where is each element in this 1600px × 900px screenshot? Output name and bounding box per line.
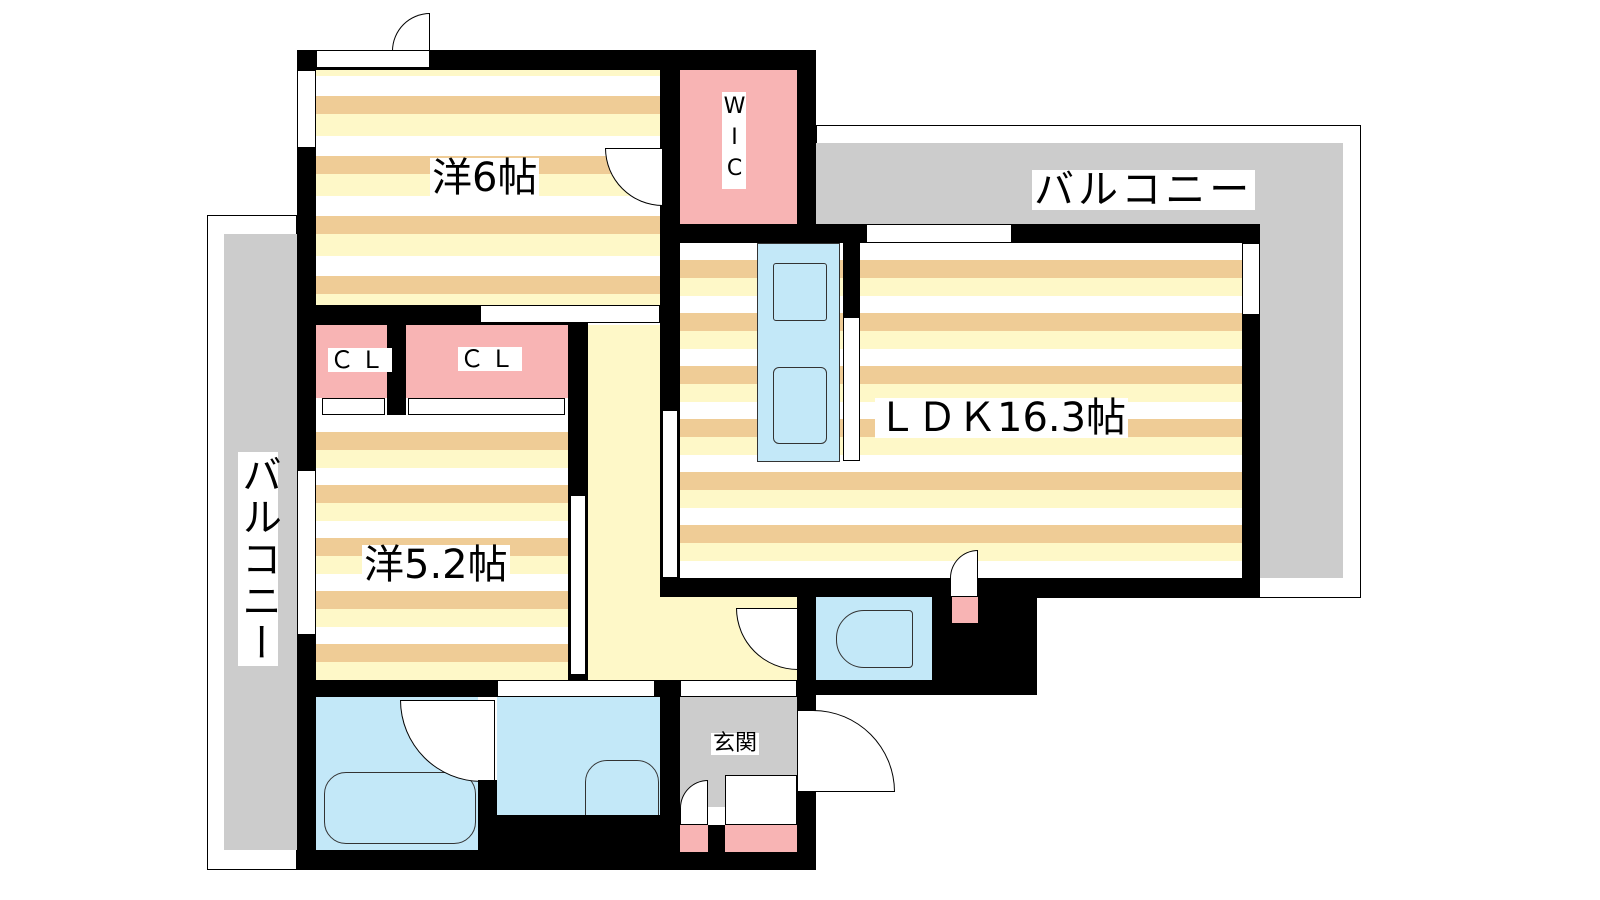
stove-icon	[773, 263, 827, 321]
balcony-label-left: バルコニー	[235, 452, 281, 666]
entrance-step	[680, 680, 797, 697]
washbasin-icon	[585, 760, 659, 817]
shoe-cabinet	[680, 825, 708, 852]
sliding-door-wash[interactable]	[497, 680, 655, 697]
balcony-label-top: バルコニー	[1032, 167, 1256, 213]
room-label-ldk: ＬＤＫ16.3帖	[875, 395, 1129, 441]
wall	[497, 815, 680, 850]
room-label-western-6: 洋6帖	[430, 155, 540, 201]
wall	[797, 50, 816, 243]
wall	[478, 780, 497, 850]
sink-icon	[773, 367, 827, 444]
entrance-label: 玄関	[711, 731, 760, 756]
sliding-door-hall[interactable]	[570, 495, 586, 675]
wall	[660, 680, 680, 870]
window-left-2[interactable]	[297, 470, 316, 635]
window-left[interactable]	[297, 70, 316, 148]
wall	[387, 325, 406, 415]
wall	[297, 50, 316, 870]
closet-door[interactable]	[408, 398, 565, 415]
closet-label-2: ＣＬ	[458, 345, 522, 373]
closet-label-1: ＣＬ	[328, 346, 392, 374]
shoe-cabinet	[725, 825, 797, 852]
wall	[297, 850, 816, 870]
window-top[interactable]	[316, 50, 430, 68]
wall	[843, 243, 860, 318]
washroom	[497, 697, 660, 815]
door-balcony[interactable]	[392, 13, 430, 51]
toilet-icon	[836, 610, 913, 668]
closet-door[interactable]	[322, 398, 385, 415]
bathtub-icon	[324, 772, 476, 844]
wic-label: WIC	[722, 92, 747, 189]
wall	[1242, 224, 1260, 597]
front-door[interactable]	[797, 710, 895, 792]
door-shoe-cabinet[interactable]	[725, 775, 797, 825]
window-ldk-top[interactable]	[866, 224, 1012, 243]
sliding-door-ldk[interactable]	[662, 410, 678, 578]
room-label-western-5-2: 洋5.2帖	[362, 542, 510, 588]
window-ldk-right[interactable]	[1242, 243, 1260, 315]
storage	[952, 597, 978, 623]
sliding-door[interactable]	[480, 305, 660, 323]
wall	[708, 825, 725, 870]
